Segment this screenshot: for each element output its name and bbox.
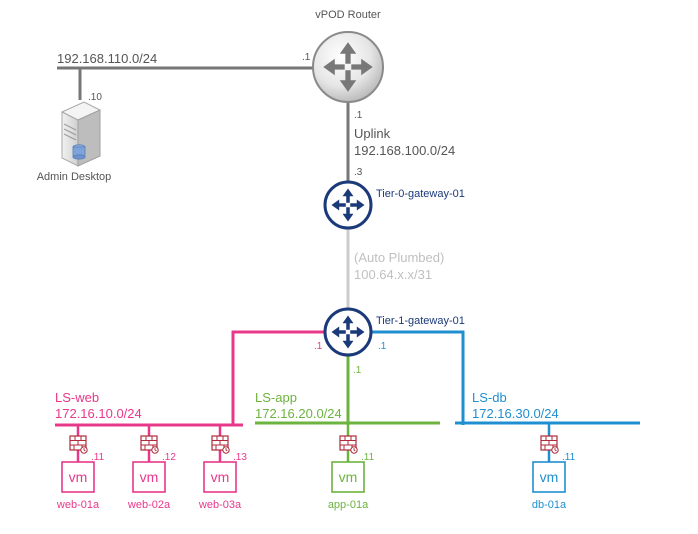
ls-app-network-label: 172.16.20.0/24: [255, 406, 342, 421]
admin-desktop-label: Admin Desktop: [37, 171, 112, 183]
ls-web-network-label: 172.16.10.0/24: [55, 406, 142, 421]
vm-ip-label: .11: [91, 452, 105, 463]
uplink-label: Uplink: [354, 126, 391, 141]
vm-icon[interactable]: [203, 461, 237, 493]
vm-name-label: db-01a: [532, 499, 567, 511]
db-uplink-line: [370, 330, 465, 425]
vm-name-label: web-01a: [56, 499, 100, 511]
vpod-router-icon: [312, 31, 384, 103]
uplink-t0-if-label: .3: [354, 167, 363, 178]
tier1-app-if-label: .1: [353, 365, 362, 376]
ls-web-label: LS-web: [55, 390, 99, 405]
web-uplink-line: [231, 330, 326, 425]
tier1-gateway-icon: [323, 307, 373, 357]
mgmt-router-if-label: .1: [302, 52, 311, 63]
vm-icon-glyph: vm: [339, 469, 358, 485]
uplink-network-label: 192.168.100.0/24: [354, 143, 455, 158]
vm-icon[interactable]: [532, 461, 566, 493]
tier1-gateway-label: Tier-1-gateway-01: [376, 315, 465, 327]
vm-icon[interactable]: [61, 461, 95, 493]
ls-db-label: LS-db: [472, 390, 507, 405]
vm-ip-label: .11: [562, 452, 576, 463]
vm-icon-glyph: vm: [211, 469, 230, 485]
mgmt-desktop-if-label: .10: [88, 92, 102, 103]
router-title: vPOD Router: [315, 9, 381, 21]
transit-label: (Auto Plumbed): [354, 250, 444, 265]
ls-app-label: LS-app: [255, 390, 297, 405]
vm-ip-label: .11: [361, 452, 375, 463]
vm-icon-glyph: vm: [540, 469, 559, 485]
tier1-db-if-label: .1: [378, 341, 387, 352]
vm-ip-label: .13: [233, 452, 247, 463]
vm-icon-glyph: vm: [140, 469, 159, 485]
server-icon: [60, 101, 102, 167]
uplink-router-if-label: .1: [354, 110, 363, 121]
vm-name-label: app-01a: [328, 499, 369, 511]
vm-icon[interactable]: [132, 461, 166, 493]
vm-icon-glyph: vm: [69, 469, 88, 485]
tier0-gateway-icon: [323, 180, 373, 230]
tier1-web-if-label: .1: [314, 341, 323, 352]
mgmt-network-label: 192.168.110.0/24: [57, 51, 157, 66]
vm-group: .11vmweb-01a.12vmweb-02a.13vmweb-03a.11v…: [56, 423, 576, 511]
vm-name-label: web-02a: [127, 499, 171, 511]
vm-ip-label: .12: [162, 452, 176, 463]
ls-db-network-label: 172.16.30.0/24: [472, 406, 559, 421]
transit-network-label: 100.64.x.x/31: [354, 267, 432, 282]
vm-icon[interactable]: [331, 461, 365, 493]
tier0-gateway-label: Tier-0-gateway-01: [376, 188, 465, 200]
vm-name-label: web-03a: [198, 499, 242, 511]
